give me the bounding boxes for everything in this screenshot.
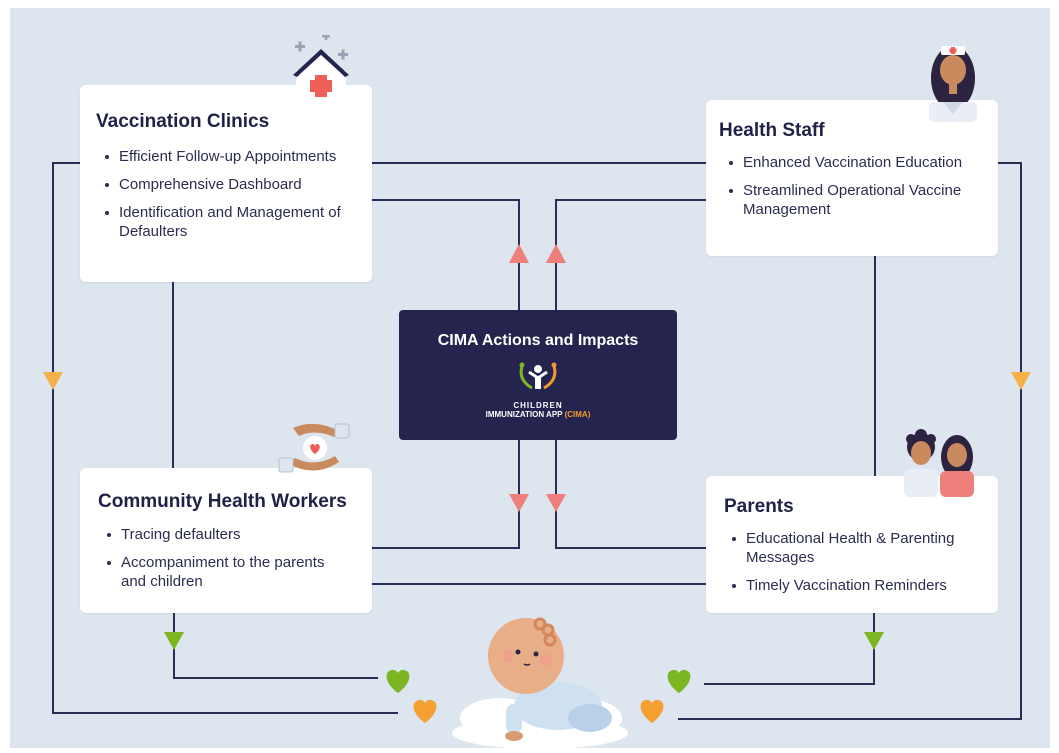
health-staff-card: Health Staff Enhanced Vaccination Educat… bbox=[706, 100, 998, 256]
vaccination-clinics-card: Vaccination Clinics Efficient Follow-up … bbox=[80, 85, 372, 282]
cima-center-box: CIMA Actions and Impacts CHILDREN IMMUNI… bbox=[399, 310, 677, 440]
outer-left-connector bbox=[52, 162, 398, 714]
chw-center-connector bbox=[372, 440, 520, 549]
list-item: Streamlined Operational Vaccine Manageme… bbox=[727, 181, 977, 219]
arrow-down-chw bbox=[164, 632, 184, 650]
outer-right-connector bbox=[678, 162, 1022, 720]
arrow-down-outer-left bbox=[43, 372, 63, 390]
caring-hands-icon bbox=[278, 423, 350, 473]
nurse-icon bbox=[929, 46, 977, 122]
card-title: Vaccination Clinics bbox=[96, 111, 270, 132]
clinics-list: Efficient Follow-up Appointments Compreh… bbox=[103, 138, 361, 241]
list-item: Accompaniment to the parents and childre… bbox=[105, 553, 345, 591]
list-item: Educational Health & Parenting Messages bbox=[730, 529, 992, 567]
arrow-up-left bbox=[509, 244, 529, 263]
logo-line-2: IMMUNIZATION APP (CIMA) bbox=[399, 410, 677, 419]
arrow-down-left bbox=[509, 494, 529, 512]
parents-card: Parents Educational Health & Parenting M… bbox=[706, 476, 998, 613]
parents-center-connector bbox=[555, 440, 706, 549]
heart-icon bbox=[386, 669, 410, 693]
hospital-icon bbox=[293, 35, 349, 103]
heart-icon bbox=[413, 699, 437, 723]
chw-heart-connector bbox=[173, 613, 378, 679]
staff-list: Enhanced Vaccination Education Streamlin… bbox=[727, 144, 977, 219]
cima-logo-icon bbox=[519, 362, 557, 390]
heart-icon bbox=[640, 699, 664, 723]
arrow-up-right bbox=[546, 244, 566, 263]
logo-acronym: (CIMA) bbox=[564, 410, 591, 419]
community-health-workers-card: Community Health Workers Tracing default… bbox=[80, 468, 372, 613]
parents-icon bbox=[904, 429, 974, 497]
clinics-center-connector bbox=[372, 199, 520, 310]
heart-icon bbox=[667, 669, 691, 693]
arrow-down-right bbox=[546, 494, 566, 512]
chw-list: Tracing defaulters Accompaniment to the … bbox=[105, 516, 345, 591]
parents-heart-connector bbox=[704, 613, 875, 685]
center-title: CIMA Actions and Impacts bbox=[437, 332, 639, 349]
list-item: Timely Vaccination Reminders bbox=[730, 576, 992, 595]
card-title: Parents bbox=[724, 496, 794, 517]
staff-center-connector bbox=[555, 199, 706, 310]
list-item: Tracing defaulters bbox=[105, 525, 345, 544]
arrow-down-parents bbox=[864, 632, 884, 650]
card-title: Health Staff bbox=[719, 120, 825, 141]
list-item: Enhanced Vaccination Education bbox=[727, 153, 977, 172]
logo-app-name: IMMUNIZATION APP bbox=[485, 410, 563, 419]
card-title: Community Health Workers bbox=[98, 491, 347, 512]
logo-line-1: CHILDREN bbox=[513, 401, 563, 410]
list-item: Comprehensive Dashboard bbox=[103, 175, 361, 194]
list-item: Efficient Follow-up Appointments bbox=[103, 147, 361, 166]
baby-icon bbox=[452, 617, 628, 749]
list-item: Identification and Management of Default… bbox=[103, 203, 361, 241]
arrow-down-outer-right bbox=[1011, 372, 1031, 390]
parents-list: Educational Health & Parenting Messages … bbox=[730, 520, 992, 595]
